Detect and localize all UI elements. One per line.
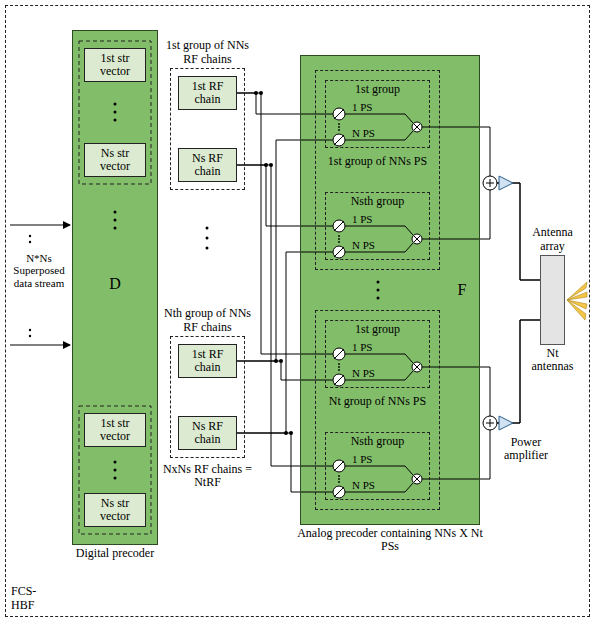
node-heading: Nsth group <box>326 195 429 208</box>
box-label: 1st str vector <box>86 417 144 444</box>
node-heading: N PS <box>352 479 404 491</box>
antenna-array: Antenna arrayNt antennas <box>540 255 565 345</box>
phase-shifter-set <box>325 108 430 146</box>
signal-line <box>430 320 540 423</box>
box-label: Ns RF chain <box>180 152 235 179</box>
annotation-label: NxNs RF chains = NtRF <box>160 463 255 490</box>
node-heading: 1 PS <box>352 453 404 465</box>
ps-group: 1st group 1 PS N PS <box>325 320 430 388</box>
input-arrow <box>10 225 70 226</box>
node-heading: 1 PS <box>352 341 404 353</box>
power-amplifier-symbol <box>499 176 513 430</box>
adder-symbol <box>483 176 497 430</box>
beams <box>567 282 587 320</box>
analog-precoder-fill <box>300 55 480 525</box>
node-heading: D <box>73 275 157 293</box>
stream-group <box>79 406 151 534</box>
antenna-panel <box>540 255 565 345</box>
rf-chain-group: 1st group of NNs RF chains1st RF chainNs… <box>170 68 245 190</box>
node-heading: Nt group of NNs PS <box>316 395 439 408</box>
node-heading: 1 PS <box>352 213 404 225</box>
rf-chain-group: Nth group of NNs RF chains1st RF chainNs… <box>170 336 245 458</box>
annotation-label: N*Ns Superposed data stream <box>8 252 70 289</box>
node-heading: N PS <box>352 239 404 251</box>
ps-group: Nsth group 1 PS N PS <box>325 432 430 500</box>
stream-vector: 1st str vector <box>84 413 146 447</box>
box-label: Ns str vector <box>86 497 144 524</box>
node-heading: 1st group of NNs PS <box>316 155 439 168</box>
signal-line <box>237 361 325 380</box>
ps-supergroup: 1st group of NNs PS1st group1 PSN PSNsth… <box>315 70 440 270</box>
signal-line <box>237 252 325 433</box>
node-heading: F <box>449 281 475 299</box>
ps-group: Nsth group 1 PS N PS <box>325 192 430 260</box>
node-heading: Analog precoder containing NNs X Nt PSs <box>290 527 490 554</box>
stream-vector: 1st str vector <box>84 48 146 82</box>
phase-shifter-set <box>325 460 430 498</box>
box-label: Ns RF chain <box>180 420 235 447</box>
rf-chain: 1st RF chain <box>178 76 237 110</box>
node-heading: Nsth group <box>326 435 429 448</box>
system-boundary: FCS-HBFDDigital precoder1st str vectorNs… <box>5 5 590 617</box>
box-label: Ns str vector <box>86 147 144 174</box>
node-heading: FCS-HBF <box>11 585 51 612</box>
node-heading: 1st group <box>326 323 429 336</box>
stream-vector: Ns str vector <box>84 493 146 527</box>
rf-chain: 1st RF chain <box>178 344 237 378</box>
node-heading: Digital precoder <box>55 547 175 560</box>
box-label: 1st RF chain <box>180 80 235 107</box>
rf-chain: Ns RF chain <box>178 416 237 450</box>
input-arrow <box>10 345 70 346</box>
rf-chain: Ns RF chain <box>178 148 237 182</box>
ps-supergroup: Nt group of NNs PS1st group1 PSN PSNsth … <box>315 310 440 510</box>
ps-group: 1st group 1 PS N PS <box>325 80 430 148</box>
box-label: 1st str vector <box>86 52 144 79</box>
signal-line <box>237 165 325 226</box>
box-label: 1st RF chain <box>180 348 235 375</box>
node-heading: Nth group of NNs RF chains <box>162 307 254 334</box>
analog-precoder: FAnalog precoder containing NNs X Nt PSs… <box>300 55 480 525</box>
digital-precoder-fill <box>72 30 158 545</box>
signal-line <box>430 127 540 280</box>
node-heading: 1 PS <box>352 101 404 113</box>
stream-group <box>79 41 151 184</box>
stream-vector: Ns str vector <box>84 143 146 177</box>
node-heading: Nt antennas <box>525 347 581 374</box>
signal-line <box>237 140 325 361</box>
node-heading: N PS <box>352 367 404 379</box>
phase-shifter-set <box>325 220 430 258</box>
node-heading: 1st group <box>326 83 429 96</box>
digital-precoder: DDigital precoder1st str vectorNs str ve… <box>72 30 158 545</box>
node-heading: 1st group of NNs RF chains <box>162 39 254 66</box>
phase-shifter-set <box>325 348 430 386</box>
ellipsis-dots <box>29 103 380 480</box>
signal-line <box>237 93 325 114</box>
node-heading: Antenna array <box>525 226 581 253</box>
node-heading: N PS <box>352 127 404 139</box>
annotation-label: Power amplifier <box>495 436 557 463</box>
signal-line <box>430 183 540 280</box>
